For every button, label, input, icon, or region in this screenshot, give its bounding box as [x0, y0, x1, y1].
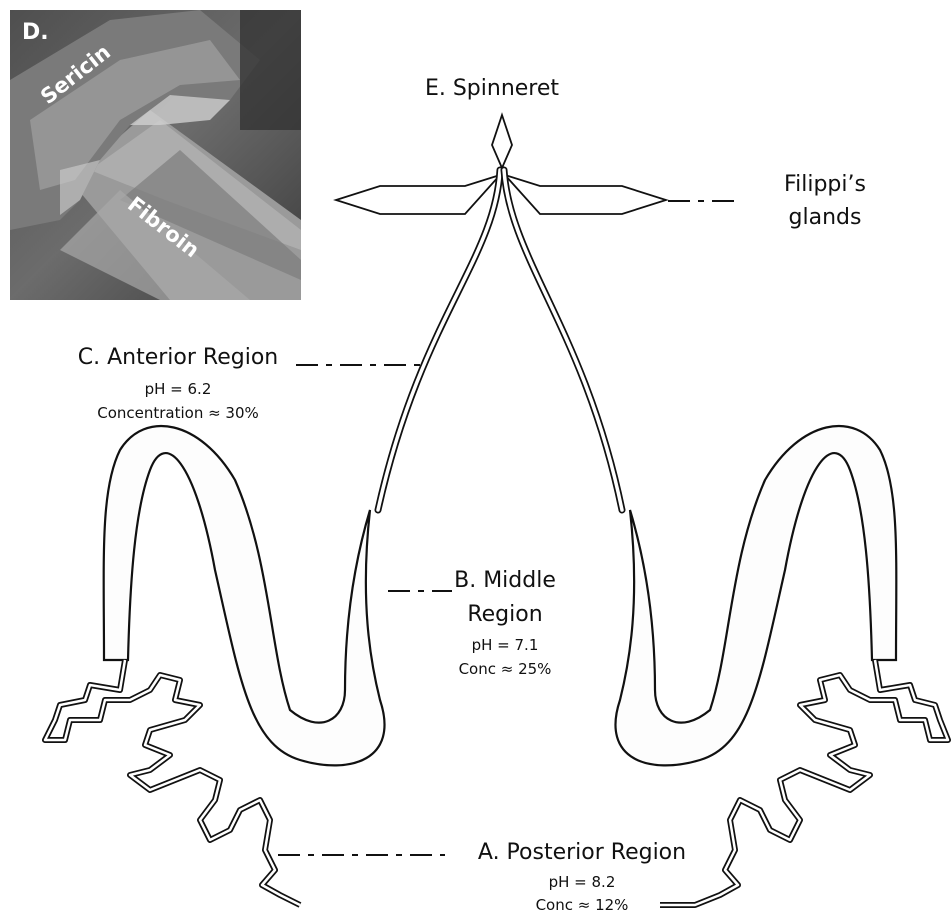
filippi-gland-right	[505, 175, 666, 214]
middle-loop-left	[104, 426, 385, 765]
anterior-ducts	[378, 170, 622, 510]
anterior-region-title: C. Anterior Region	[58, 345, 298, 370]
filippi-label-line2: glands	[760, 205, 890, 230]
sem-micrograph	[10, 10, 301, 300]
middle-region-loops	[104, 426, 897, 765]
posterior-ph: pH = 8.2	[462, 873, 702, 891]
spinneret	[336, 115, 666, 214]
middle-ph: pH = 7.1	[430, 636, 580, 654]
posterior-region-title: A. Posterior Region	[462, 840, 702, 865]
anterior-concentration: Concentration ≈ 30%	[58, 404, 298, 422]
anterior-ph: pH = 6.2	[58, 380, 298, 398]
filippi-gland-left	[336, 175, 500, 214]
posterior-concentration: Conc ≈ 12%	[462, 896, 702, 914]
posterior-tubes	[45, 660, 948, 905]
middle-region-title-line2: Region	[430, 602, 580, 627]
middle-region-title-line1: B. Middle	[430, 568, 580, 593]
spinneret-label: E. Spinneret	[412, 76, 572, 101]
spinneret-tip	[492, 115, 512, 168]
middle-loop-right	[615, 426, 896, 765]
middle-concentration: Conc ≈ 25%	[430, 660, 580, 678]
filippi-label-line1: Filippi’s	[760, 172, 890, 197]
panel-letter-d: D.	[22, 20, 49, 45]
